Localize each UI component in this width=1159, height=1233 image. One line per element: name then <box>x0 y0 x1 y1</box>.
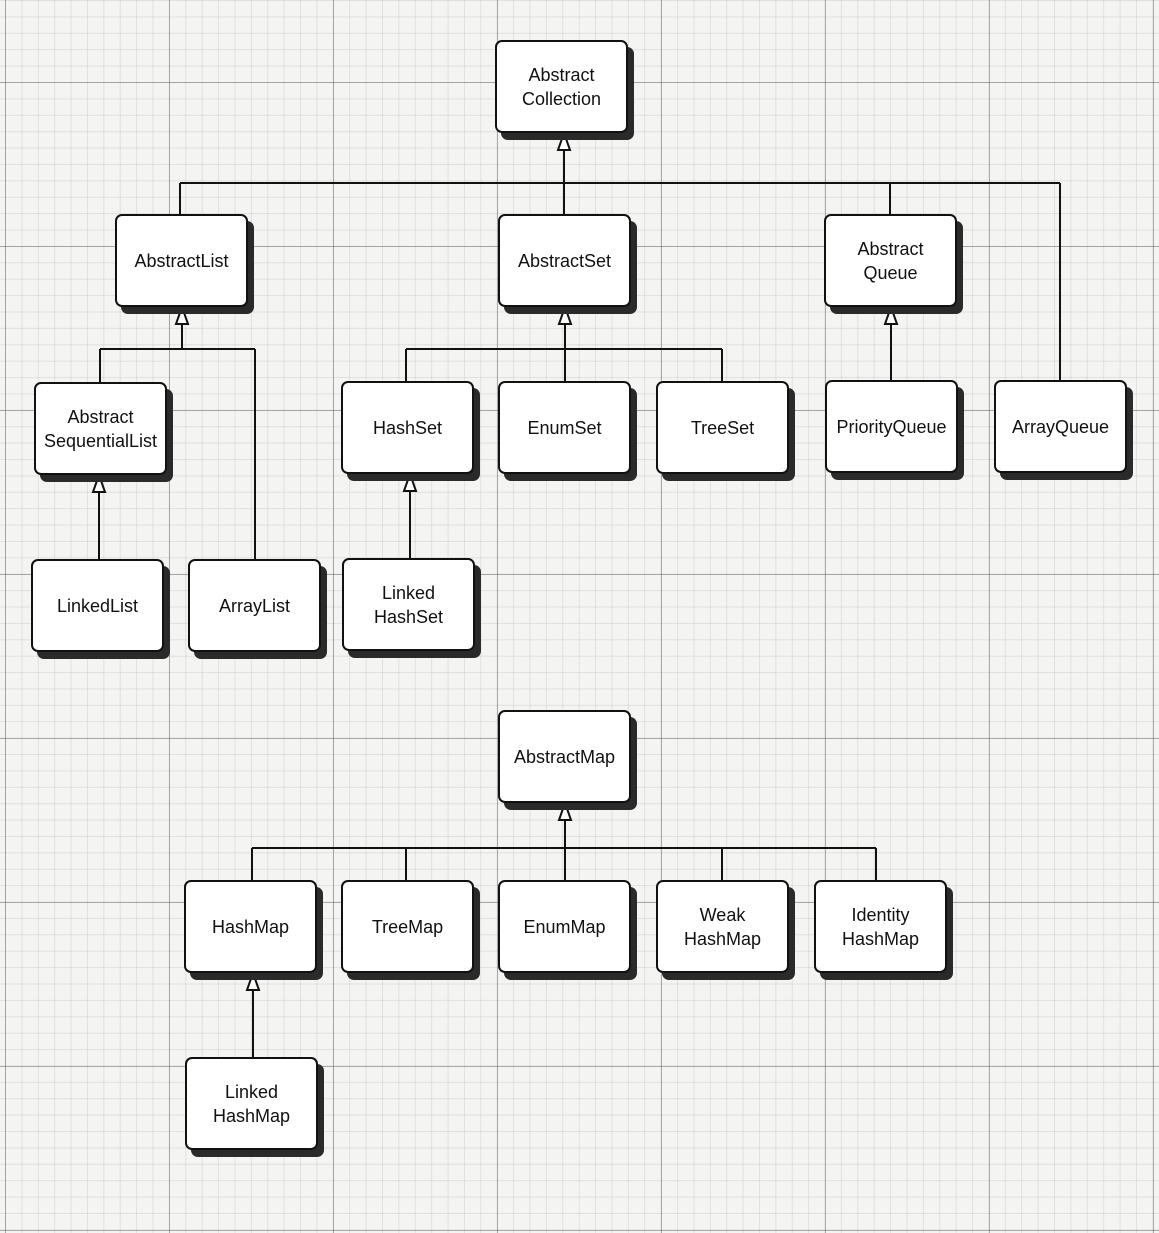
inheritance-arrow-hash-set <box>402 470 418 492</box>
node-label: Abstract SequentialList <box>43 406 158 451</box>
node-array-queue: ArrayQueue <box>994 380 1127 473</box>
node-tree-set: TreeSet <box>656 381 789 474</box>
node-label: ArrayQueue <box>1011 416 1110 437</box>
node-linked-list: LinkedList <box>31 559 164 652</box>
node-label: Abstract Collection <box>521 64 602 109</box>
node-label: PriorityQueue <box>836 416 947 437</box>
node-weak-hash-map: Weak HashMap <box>656 880 789 973</box>
node-priority-queue: PriorityQueue <box>825 380 958 473</box>
node-abstract-collection: Abstract Collection <box>495 40 628 133</box>
node-identity-hash-map: Identity HashMap <box>814 880 947 973</box>
inheritance-arrow-abstract-collection <box>556 129 572 151</box>
node-abstract-set: AbstractSet <box>498 214 631 307</box>
node-enum-set: EnumSet <box>498 381 631 474</box>
inheritance-arrow-abstract-sequential-list <box>91 471 107 493</box>
node-label: AbstractSet <box>517 250 612 271</box>
node-label: Linked HashMap <box>212 1081 291 1126</box>
node-abstract-map: AbstractMap <box>498 710 631 803</box>
node-linked-hash-set: Linked HashSet <box>342 558 475 651</box>
node-label: EnumMap <box>523 916 606 937</box>
node-label: AbstractList <box>134 250 229 271</box>
node-enum-map: EnumMap <box>498 880 631 973</box>
node-label: TreeMap <box>371 916 444 937</box>
node-hash-set: HashSet <box>341 381 474 474</box>
node-label: Linked HashSet <box>373 582 444 627</box>
node-label: ArrayList <box>218 595 290 616</box>
node-label: EnumSet <box>527 417 602 438</box>
node-linked-hash-map: Linked HashMap <box>185 1057 318 1150</box>
node-abstract-queue: Abstract Queue <box>824 214 957 307</box>
inheritance-arrow-hash-map <box>245 969 261 991</box>
node-label: TreeSet <box>690 417 755 438</box>
node-hash-map: HashMap <box>184 880 317 973</box>
node-array-list: ArrayList <box>188 559 321 652</box>
node-label: LinkedList <box>56 595 139 616</box>
inheritance-arrow-abstract-queue <box>883 303 899 325</box>
inheritance-arrow-abstract-set <box>557 303 573 325</box>
inheritance-arrow-abstract-list <box>174 303 190 325</box>
node-label: HashSet <box>372 417 443 438</box>
node-label: HashMap <box>211 916 290 937</box>
node-label: Abstract Queue <box>857 238 924 283</box>
node-abstract-sequential-list: Abstract SequentialList <box>34 382 167 475</box>
node-label: Identity HashMap <box>841 904 920 949</box>
node-tree-map: TreeMap <box>341 880 474 973</box>
inheritance-arrow-abstract-map <box>557 799 573 821</box>
node-label: Weak HashMap <box>683 904 762 949</box>
node-abstract-list: AbstractList <box>115 214 248 307</box>
node-label: AbstractMap <box>513 746 616 767</box>
